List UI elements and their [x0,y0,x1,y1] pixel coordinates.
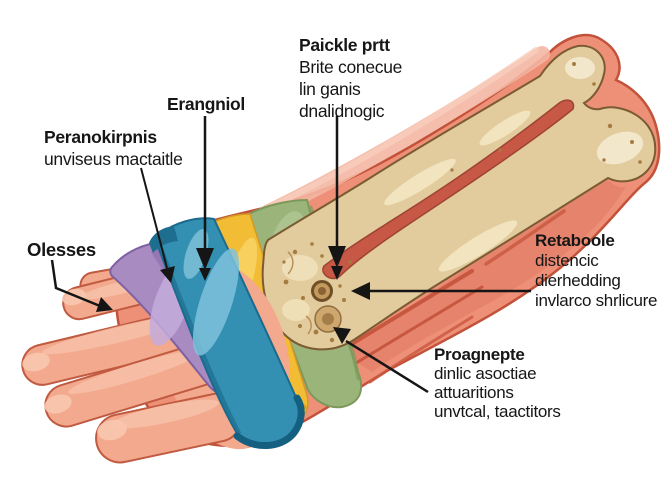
leader-lines [50,116,531,394]
label-erangniol-title: Erangniol [167,94,245,114]
label-paickle-line: lin ganis [299,79,361,99]
label-paickle-line: Brite conecue [299,57,403,77]
bone-knob-ring [311,280,333,302]
arrowhead-proagnepte [333,327,351,344]
arrowhead-paickle [328,246,346,268]
label-paickle: Paickle prtt Brite conecue lin ganis dna… [299,34,402,122]
band-teal [149,217,305,450]
arrowhead-peranokirpnis [160,266,175,283]
leader-line-peranokirpnis [140,167,168,269]
label-proagnepte-line: attuaritions [434,383,514,402]
label-retaboole-title: Retaboole [535,231,615,250]
arrowhead-olesses [96,297,113,312]
label-paickle-line: dnalidnogic [299,101,385,121]
label-proagnepte-line: unvtcal, taactitors [434,402,561,421]
bone-knob-round [314,305,342,333]
arrowhead-erangniol [196,248,214,270]
leader-line-proagnepte [345,339,429,394]
bone-speckles [282,62,642,343]
label-peranokirpnis: Peranokirpnis unviseus mactaitle [44,126,183,170]
leader-line-olesses [50,259,101,308]
label-retaboole-line: dierhedding [535,271,621,290]
label-proagnepte-line: dinlic asoctiae [434,364,537,383]
arrowhead-paickle-2 [331,266,343,280]
label-olesses-title: Olesses [27,239,96,260]
arrowhead-erangniol-2 [199,268,211,281]
label-paickle-title: Paickle prtt [299,35,390,55]
label-retaboole-line: distencic [535,251,599,270]
label-peranokirpnis-title: Peranokirpnis [44,127,157,147]
arrowhead-retaboole [351,282,370,300]
label-retaboole: Retaboole distencic dierhedding invlarco… [535,231,657,311]
label-olesses: Olesses [27,239,96,261]
finger-bottom [95,392,243,464]
label-proagnepte: Proagnepte dinlic asoctiae attuaritions … [434,345,561,421]
bones [261,44,657,351]
bone-gap [322,99,575,280]
label-proagnepte-title: Proagnepte [434,345,525,364]
label-retaboole-line: invlarco shrlicure [535,291,658,310]
label-peranokirpnis-line: unviseus mactaitle [44,149,183,169]
label-erangniol: Erangniol [167,93,245,115]
